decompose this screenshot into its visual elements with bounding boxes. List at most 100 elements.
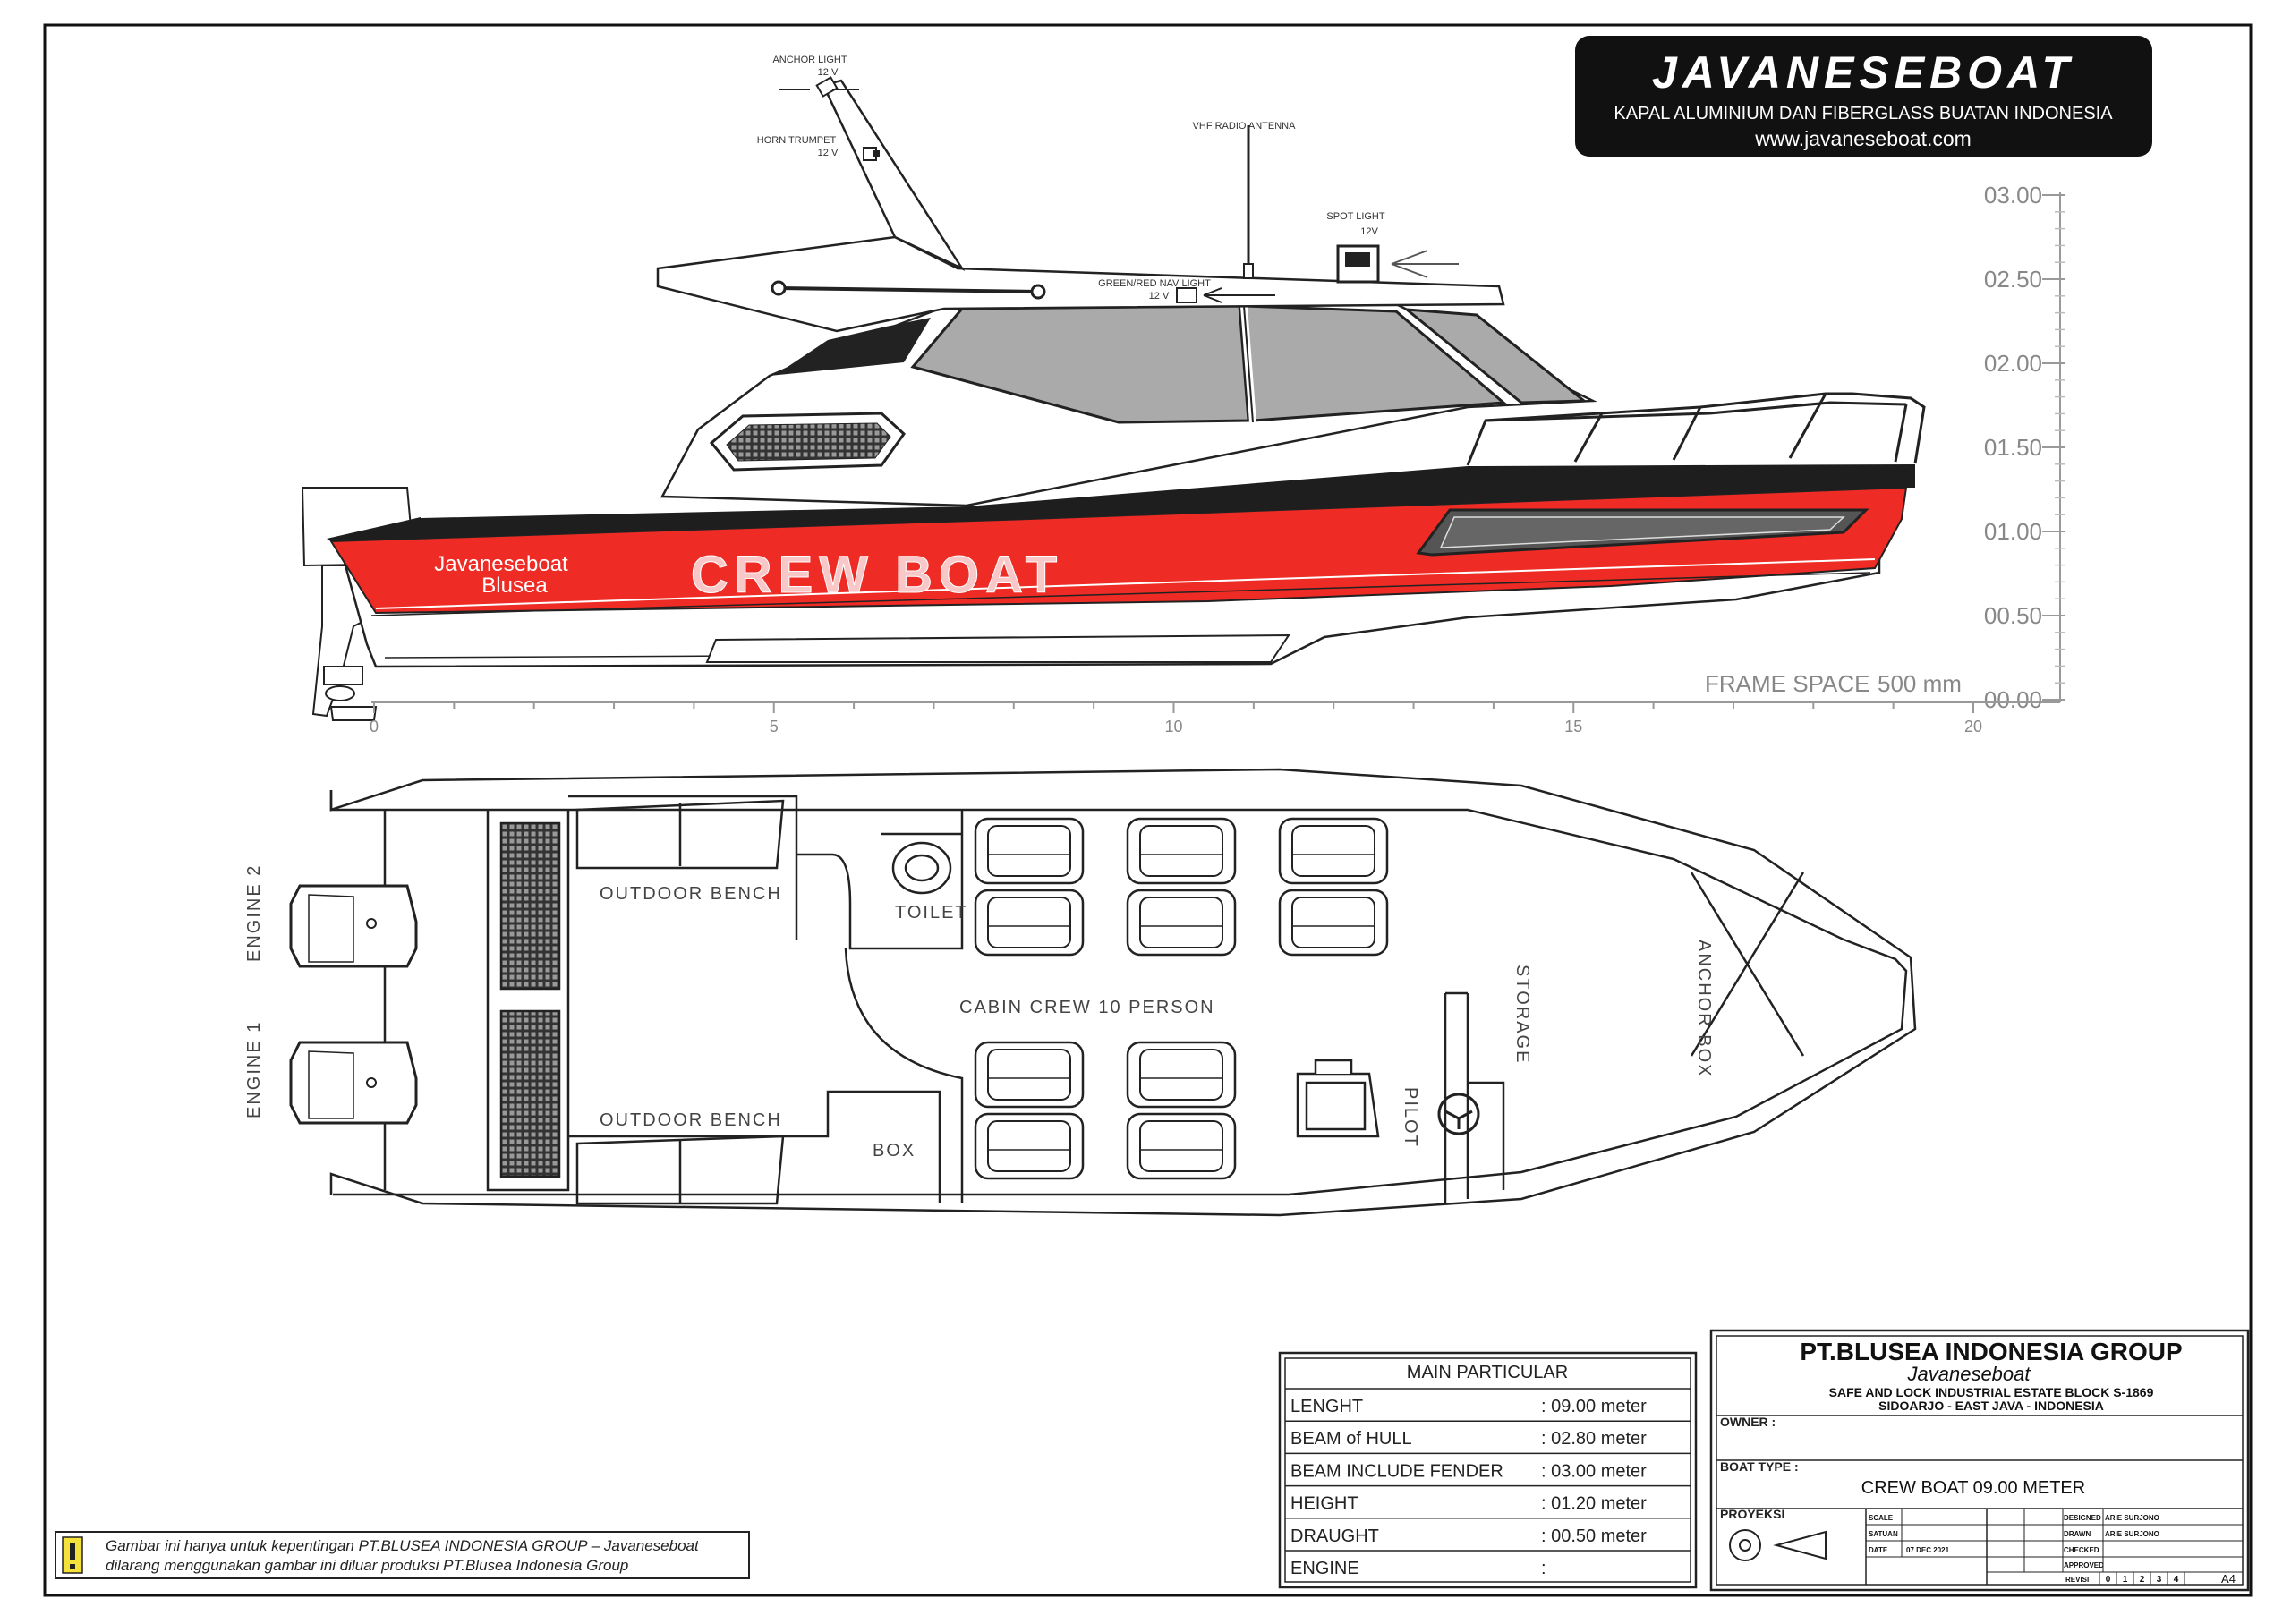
height-tick-label: 01.00	[1984, 518, 2042, 545]
engine-1	[289, 1041, 418, 1125]
revision-cell: 2	[2140, 1575, 2145, 1585]
passenger-seat	[1126, 889, 1237, 957]
boat-type-label: BOAT TYPE :	[1720, 1459, 1799, 1474]
height-tick-label: 01.50	[1984, 434, 2042, 461]
particular-label: ENGINE	[1290, 1559, 1359, 1578]
date-value: 07 DEC 2021	[1906, 1546, 1950, 1554]
brand-box: JAVANESEBOAT KAPAL ALUMINIUM DAN FIBERGL…	[1575, 36, 2152, 157]
callout-horn-trumpet-voltage: 12 V	[818, 148, 839, 158]
plan-outline	[329, 768, 1917, 1217]
brand-name: JAVANESEBOAT	[1652, 47, 2074, 98]
frame-tick-label: 20	[1964, 718, 1982, 735]
label-engine-2: ENGINE 2	[244, 864, 264, 962]
company-name: PT.BLUSEA INDONESIA GROUP	[1800, 1338, 2182, 1365]
pilot-seat	[1296, 1059, 1380, 1138]
passenger-seat	[974, 889, 1085, 957]
frame-space-value: 500 mm	[1878, 670, 1962, 697]
label-outdoor-bench-bottom: OUTDOOR BENCH	[600, 1110, 782, 1130]
hull-title: CREW BOAT	[691, 546, 1063, 604]
designed-by: ARIE SURJONO	[2105, 1514, 2159, 1522]
drawn-label: DRAWN	[2064, 1530, 2091, 1538]
frame-scale: 0 5 10 15 20	[370, 701, 2060, 735]
particular-value: : 09.00 meter	[1541, 1397, 1647, 1416]
label-engine-1: ENGINE 1	[244, 1021, 264, 1118]
particular-label: DRAUGHT	[1290, 1526, 1379, 1546]
scale-label: SCALE	[1869, 1514, 1894, 1522]
particular-value: : 02.80 meter	[1541, 1429, 1647, 1449]
particular-value: : 00.50 meter	[1541, 1526, 1647, 1546]
address-line-1: SAFE AND LOCK INDUSTRIAL ESTATE BLOCK S-…	[1829, 1385, 2154, 1399]
approved-label: APPROVED	[2064, 1561, 2104, 1569]
particulars-title: MAIN PARTICULAR	[1407, 1363, 1568, 1382]
height-tick-label: 02.00	[1984, 350, 2042, 377]
projection-symbol	[1729, 1529, 1761, 1561]
deck-grate-top	[499, 821, 561, 991]
hull-brand-line-2: Blusea	[481, 574, 548, 598]
callout-nav-light-voltage: 12 V	[1149, 291, 1170, 302]
side-profile: Javaneseboat Blusea CREW BOAT ANCHOR LIG…	[301, 55, 1926, 721]
label-toilet: TOILET	[895, 903, 968, 923]
title-block: PT.BLUSEA INDONESIA GROUP Javaneseboat S…	[1709, 1329, 2250, 1592]
nav-light	[1176, 287, 1197, 303]
bow-rail	[1466, 392, 1926, 466]
callout-anchor-light: ANCHOR LIGHT	[772, 55, 847, 65]
passenger-seat	[1278, 817, 1389, 885]
company-sub: Javaneseboat	[1907, 1363, 2031, 1385]
frame-tick-label: 15	[1564, 718, 1582, 735]
passenger-seat	[974, 1041, 1085, 1109]
callout-nav-light: GREEN/RED NAV LIGHT	[1098, 278, 1211, 289]
passenger-seat	[1126, 1041, 1237, 1109]
revision-cell: 1	[2123, 1575, 2128, 1585]
callout-horn-trumpet: HORN TRUMPET	[757, 135, 837, 146]
owner-label: OWNER :	[1720, 1415, 1776, 1429]
drawn-by: ARIE SURJONO	[2105, 1530, 2159, 1538]
checked-label: CHECKED	[2064, 1546, 2099, 1554]
callout-vhf: VHF RADIO ANTENNA	[1193, 121, 1297, 132]
height-tick-label: 00.00	[1984, 686, 2042, 713]
address-line-2: SIDOARJO - EAST JAVA - INDONESIA	[1878, 1399, 2104, 1413]
passenger-seat	[974, 817, 1085, 885]
particular-label: BEAM of HULL	[1290, 1429, 1412, 1449]
label-storage: STORAGE	[1512, 965, 1532, 1064]
helm-wheel	[1437, 1093, 1480, 1135]
particular-value: : 03.00 meter	[1541, 1461, 1647, 1481]
label-pilot: PILOT	[1401, 1087, 1420, 1148]
unit-label: SATUAN	[1869, 1530, 1898, 1538]
passenger-seat	[1278, 889, 1389, 957]
toilet-bowl	[881, 832, 962, 895]
brand-website[interactable]: www.javaneseboat.com	[1754, 127, 1972, 150]
revision-label: REVISI	[2065, 1576, 2089, 1584]
passenger-seat	[1126, 1112, 1237, 1180]
frame-tick-label: 0	[370, 718, 379, 735]
callout-spot-light-voltage: 12V	[1360, 226, 1378, 237]
passenger-seat	[974, 1112, 1085, 1180]
particular-label: LENGHT	[1290, 1397, 1363, 1416]
date-label: DATE	[1869, 1546, 1888, 1554]
main-particular-table: MAIN PARTICULAR LENGHT : 09.00 meterBEAM …	[1278, 1351, 1698, 1589]
black-panel	[770, 318, 931, 376]
particular-label: HEIGHT	[1290, 1494, 1358, 1514]
particular-value: : 01.20 meter	[1541, 1494, 1647, 1514]
particular-label: BEAM INCLUDE FENDER	[1290, 1461, 1503, 1481]
label-anchor-box: ANCHOR BOX	[1694, 940, 1714, 1077]
projection-label: PROYEKSI	[1720, 1507, 1784, 1521]
height-tick-label: 03.00	[1984, 182, 2042, 208]
notice-box: Gambar ini hanya untuk kepentingan PT.BL…	[55, 1531, 750, 1579]
sheet-border	[43, 23, 2253, 1597]
frame-tick-label: 5	[770, 718, 779, 735]
gunwale-stripe	[327, 463, 1915, 541]
keel-strake	[705, 633, 1290, 663]
label-outdoor-bench-top: OUTDOOR BENCH	[600, 884, 782, 904]
brand-tagline: KAPAL ALUMINIUM DAN FIBERGLASS BUATAN IN…	[1614, 104, 2113, 123]
designed-label: DESIGNED	[2064, 1514, 2101, 1522]
frame-tick-label: 10	[1164, 718, 1182, 735]
radar-arch	[822, 79, 966, 271]
paper-size: A4	[2221, 1572, 2236, 1586]
revision-cell: 3	[2157, 1575, 2162, 1585]
windshield	[910, 304, 1250, 424]
engine-2	[289, 884, 418, 968]
